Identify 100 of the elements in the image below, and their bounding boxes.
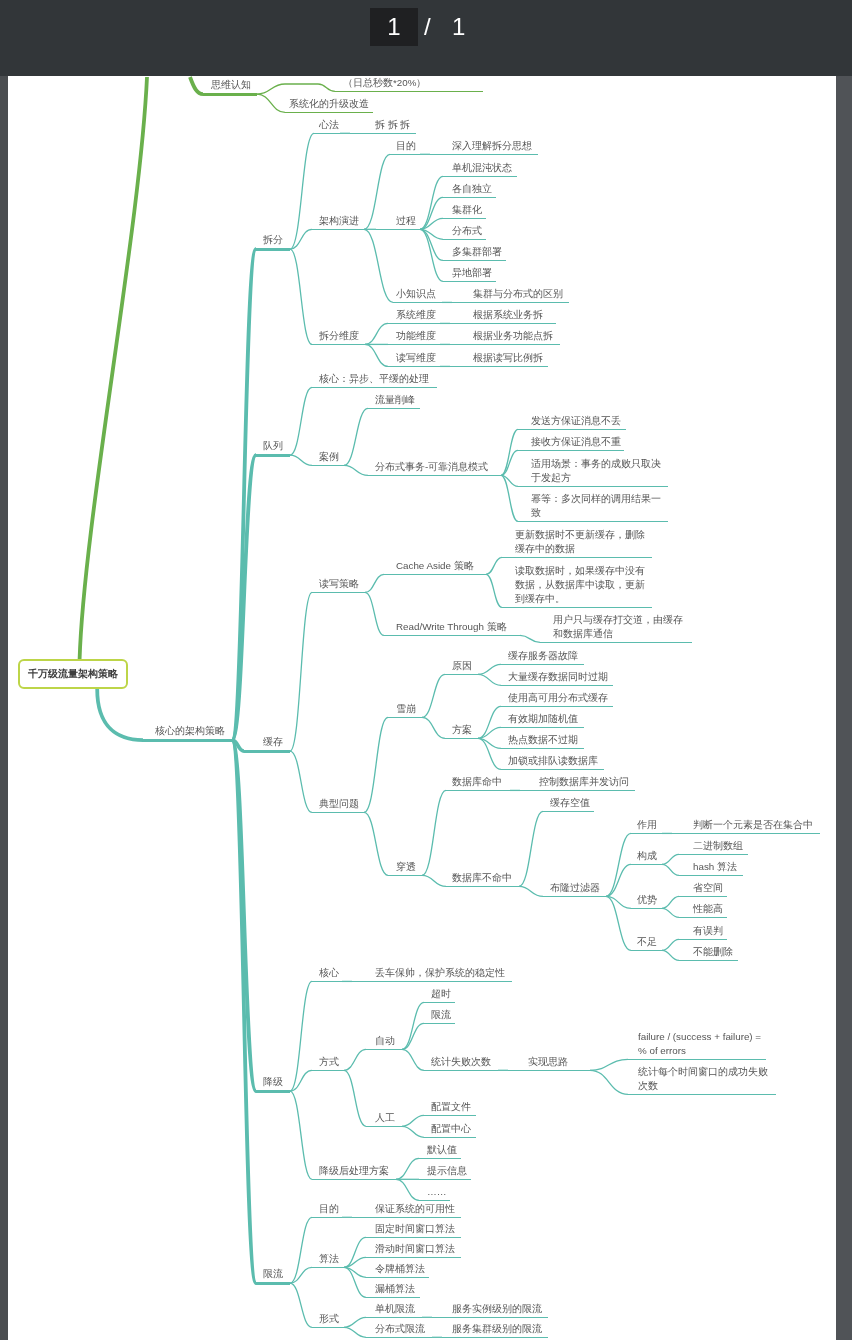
topic-label: 更新数据时不更新缓存，删除缓存中的数据	[502, 527, 652, 558]
topic-label: 分布式限流	[366, 1321, 432, 1338]
topic-label: 根据系统业务拆	[450, 307, 556, 324]
topic-label: 案例	[312, 449, 344, 466]
branch-line	[231, 738, 245, 753]
topic-label: 集群化	[443, 202, 486, 219]
topic-label: 丢车保帅，保护系统的稳定性	[352, 965, 512, 982]
branch-line	[364, 322, 389, 346]
branch-line	[401, 1048, 425, 1071]
branch-line	[289, 1282, 313, 1328]
topic-label: 穿透	[388, 859, 422, 876]
topic-label: 数据库命中	[446, 774, 510, 791]
branch-line	[343, 1256, 367, 1268]
branch-line	[661, 832, 673, 835]
topic-label: 缓存	[244, 734, 290, 753]
branch-line	[343, 1048, 367, 1071]
branch-line	[230, 454, 258, 741]
topic-label: 心法	[314, 117, 340, 134]
topic-label: 省空间	[679, 880, 727, 897]
topic-label: 不能删除	[679, 944, 738, 961]
branch-line	[289, 1069, 313, 1092]
branch-line	[421, 1316, 433, 1318]
branch-line	[401, 1125, 425, 1138]
topic-label: Read/Write Through 策略	[384, 619, 520, 636]
topic-label: 队列	[256, 438, 290, 457]
branch-line	[589, 1058, 629, 1071]
topic-label: 方式	[312, 1054, 344, 1071]
branch-line	[95, 688, 144, 742]
branch-line	[401, 1114, 425, 1127]
branch-line	[421, 673, 446, 719]
topic-label: 降级	[256, 1074, 290, 1093]
topic-label: 原因	[445, 658, 478, 675]
branch-line	[230, 248, 258, 741]
branch-line	[188, 76, 204, 96]
topic-label: 深入理解拆分思想	[430, 138, 538, 155]
branch-line	[419, 217, 444, 230]
branch-line	[485, 573, 503, 609]
branch-line	[485, 556, 503, 576]
topic-label: 多集群部署	[443, 244, 506, 261]
branch-line	[519, 634, 541, 644]
branch-line	[289, 1266, 313, 1284]
branch-line	[419, 153, 431, 155]
topic-label: 分布式	[443, 223, 486, 240]
branch-line	[364, 343, 389, 368]
topic-label: 实现思路	[508, 1054, 590, 1071]
branch-line	[477, 663, 502, 676]
branch-line	[419, 175, 444, 230]
branch-line	[477, 705, 502, 740]
branch-line	[343, 1316, 367, 1328]
topic-label: 根据读写比例拆	[450, 350, 548, 367]
branch-line	[605, 863, 632, 898]
branch-line	[289, 248, 313, 346]
branch-line	[661, 853, 680, 866]
topic-label: 配置中心	[424, 1121, 476, 1138]
branch-line	[605, 895, 632, 952]
branch-line	[343, 1069, 367, 1127]
branch-line	[589, 1069, 629, 1095]
topic-label: 默认值	[419, 1142, 461, 1159]
branch-line	[289, 454, 313, 467]
branch-line	[605, 832, 632, 898]
topic-label: 核心	[312, 965, 342, 982]
topic-label: 单机混沌状态	[443, 160, 517, 177]
branch-line	[477, 673, 502, 687]
topic-label: 目的	[312, 1201, 342, 1218]
branch-line	[477, 737, 502, 771]
topic-label: 核心：异步、平缓的处理	[312, 371, 437, 388]
branch-line	[230, 739, 258, 1284]
branch-line	[289, 132, 315, 250]
topic-label: 核心的架构策略	[143, 723, 232, 742]
branch-line	[256, 83, 336, 95]
topic-label: 配置文件	[424, 1099, 476, 1116]
branch-line	[439, 343, 451, 346]
topic-label: 拆分	[256, 232, 290, 251]
branch-line	[341, 1216, 353, 1218]
branch-line	[477, 726, 502, 740]
topic-label: 发送方保证消息不丢	[518, 413, 626, 430]
topic-label: 目的	[390, 138, 420, 155]
branch-line	[661, 949, 680, 962]
branch-line	[395, 1178, 420, 1201]
topic-label: 热点数据不过期	[501, 732, 584, 749]
branch-line	[289, 386, 313, 456]
topic-label: 固定时间窗口算法	[366, 1221, 461, 1238]
topic-label: 流量削峰	[368, 392, 420, 409]
branch-line	[500, 449, 519, 477]
topic-label: 不足	[631, 934, 662, 951]
branch-line	[500, 474, 519, 488]
topic-label: 降级后处理方案	[312, 1163, 396, 1180]
branch-line	[343, 407, 369, 467]
topic-label: 读写维度	[388, 350, 440, 367]
topic-label: 集群与分布式的区别	[452, 286, 569, 303]
topic-label: 拆分维度	[312, 328, 365, 345]
topic-label: 优势	[631, 892, 662, 909]
topic-label: 构成	[631, 848, 662, 865]
branch-line	[289, 980, 313, 1092]
topic-label: 适用场景：事务的成败只取决于发起方	[518, 456, 668, 487]
topic-label: 拆 拆 拆	[350, 117, 416, 134]
topic-label: 限流	[256, 1266, 290, 1285]
page-number-field: 1	[370, 8, 418, 46]
branch-line	[256, 93, 286, 113]
topic-label: 数据库不命中	[446, 870, 519, 887]
